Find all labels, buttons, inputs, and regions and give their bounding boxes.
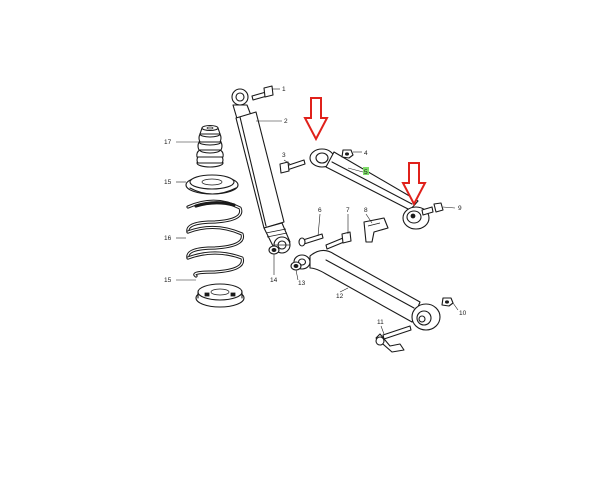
bump-stop bbox=[196, 124, 224, 168]
callout-16: 16 bbox=[164, 235, 172, 242]
callout-1: 1 bbox=[282, 86, 286, 93]
callout-11: 11 bbox=[377, 319, 384, 326]
part-5-highlight bbox=[363, 167, 369, 175]
leader-lines bbox=[176, 88, 459, 335]
nut-10 bbox=[441, 297, 454, 307]
callout-6: 6 bbox=[318, 207, 322, 214]
callout-labels: 1 2 3 4 5 6 7 8 9 10 11 12 13 14 15 16 1… bbox=[164, 86, 467, 326]
callout-12: 12 bbox=[336, 293, 344, 300]
callout-15-upper: 15 bbox=[164, 179, 172, 186]
lower-spring-seat bbox=[195, 283, 245, 308]
nut-13 bbox=[290, 261, 302, 271]
shock-absorber bbox=[231, 88, 291, 254]
red-arrow-upper-right bbox=[401, 162, 427, 207]
callout-7: 7 bbox=[346, 207, 350, 214]
bracket-8 bbox=[363, 217, 389, 243]
bolt-9 bbox=[421, 202, 444, 216]
shock-upper-bolt bbox=[251, 85, 274, 101]
callout-14: 14 bbox=[270, 277, 278, 284]
cam-bolt-11 bbox=[375, 325, 412, 353]
callout-9: 9 bbox=[458, 205, 462, 212]
callout-2: 2 bbox=[284, 118, 288, 125]
callout-17: 17 bbox=[164, 139, 172, 146]
coil-spring bbox=[186, 199, 245, 278]
callout-5: 5 bbox=[364, 169, 368, 176]
callout-8: 8 bbox=[364, 207, 368, 214]
bolt-6 bbox=[298, 233, 324, 247]
upper-spring-seat bbox=[185, 174, 239, 195]
bolt-7 bbox=[325, 231, 352, 250]
callout-13: 13 bbox=[298, 280, 306, 287]
shock-lower-nut bbox=[268, 245, 280, 255]
callout-10: 10 bbox=[459, 310, 467, 317]
red-arrow-upper-left bbox=[303, 97, 329, 142]
callout-3: 3 bbox=[282, 152, 286, 159]
callout-4: 4 bbox=[364, 150, 368, 157]
callout-15-lower: 15 bbox=[164, 277, 172, 284]
bolt-3 bbox=[279, 159, 306, 174]
lower-control-arm bbox=[293, 249, 441, 331]
nut-4 bbox=[341, 149, 354, 159]
